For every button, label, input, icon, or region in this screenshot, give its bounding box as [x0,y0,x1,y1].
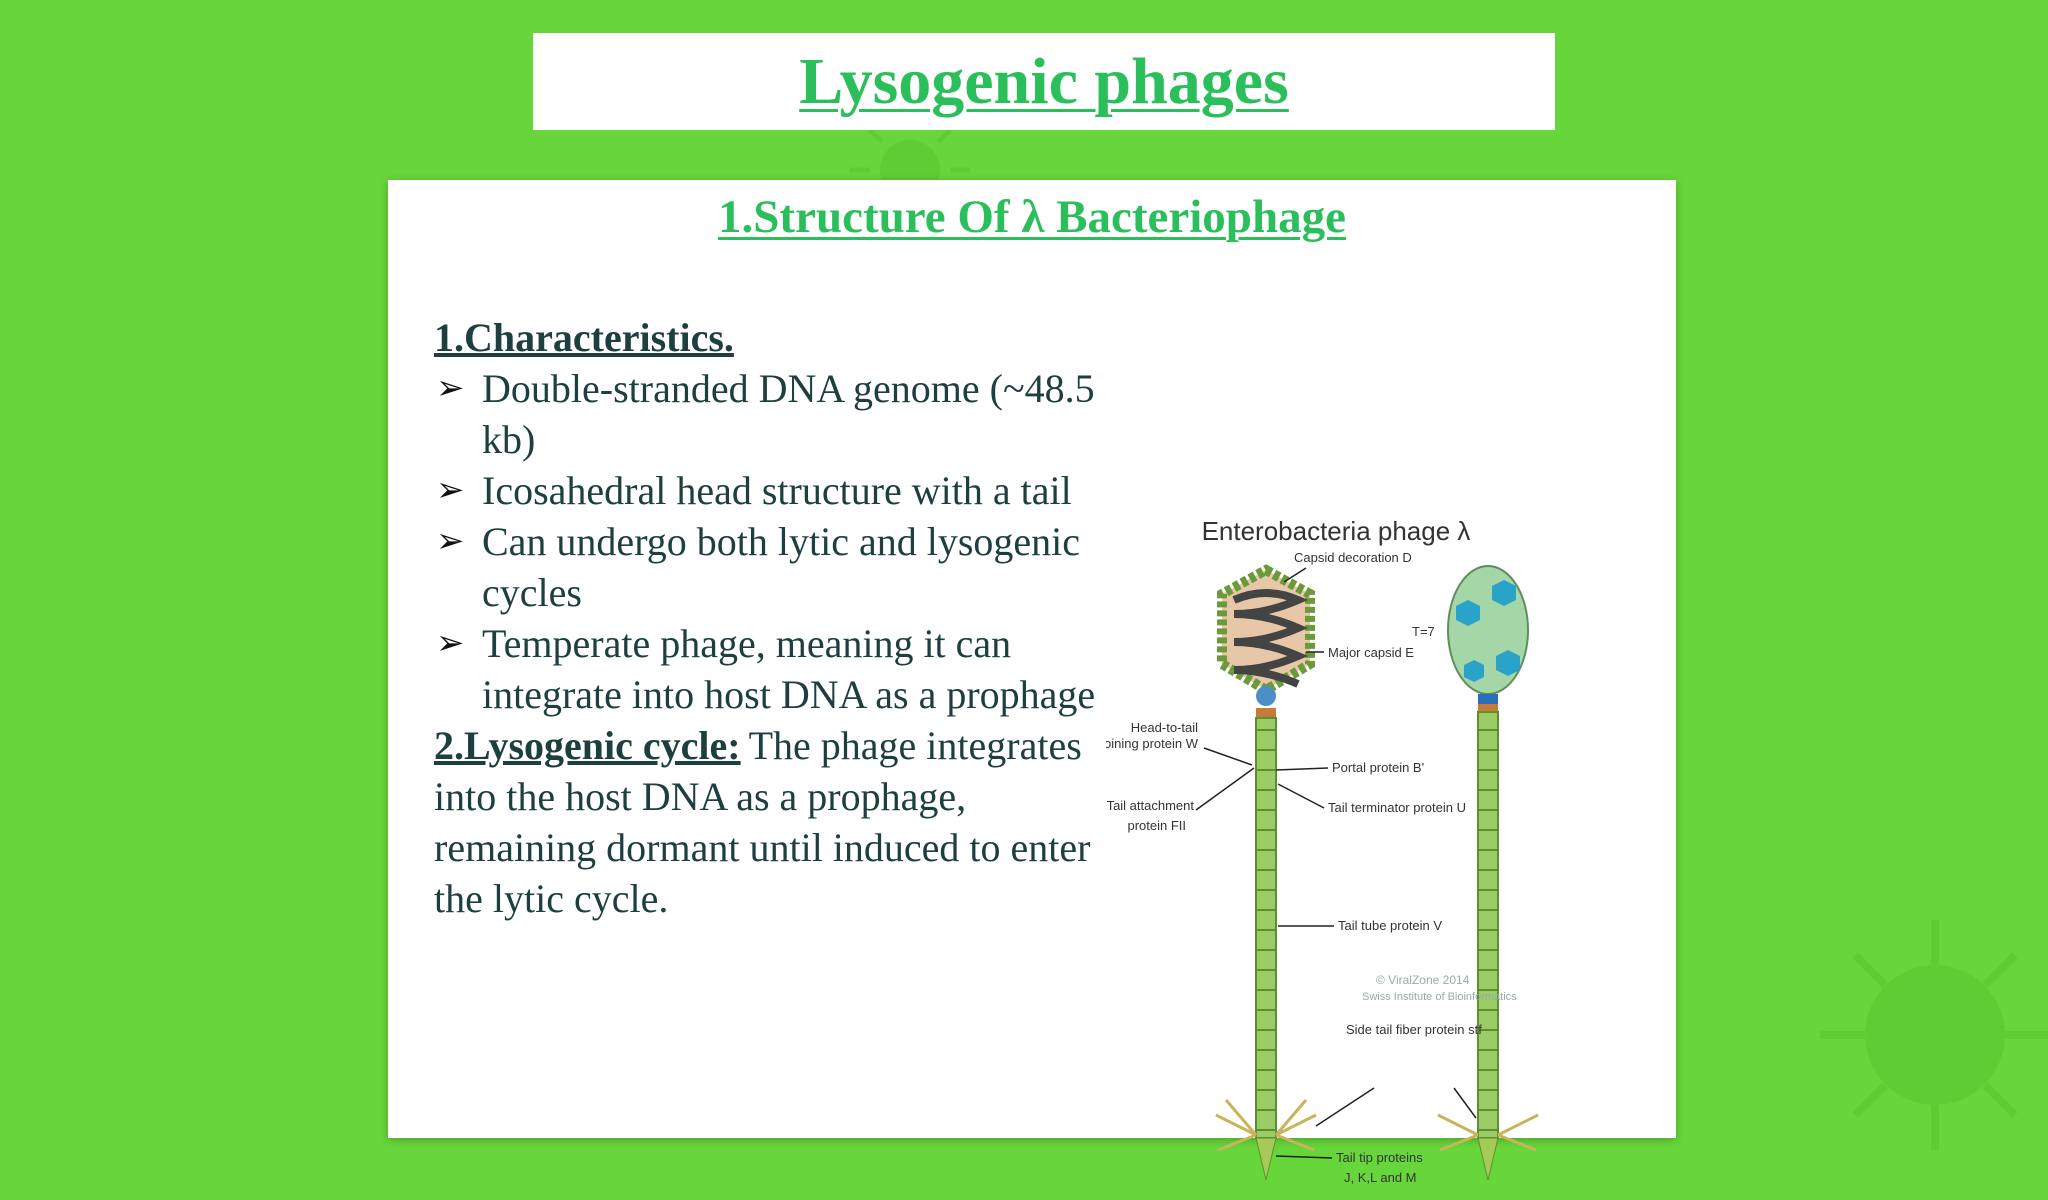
label-head-to-tail-1: Head-to-tail [1131,720,1198,735]
characteristics-list: ➢ Double-stranded DNA genome (~48.5 kb) … [434,363,1114,720]
content-card: 1.Structure Of λ Bacteriophage 1.Charact… [388,180,1676,1185]
phage-tail-left [1215,717,1317,1181]
label-t-number: T=7 [1412,624,1435,639]
label-tail-terminator: Tail terminator protein U [1328,800,1466,815]
arrow-bullet-icon: ➢ [436,368,465,408]
phage-head-cross-section [1217,564,1315,718]
list-item-text: Can undergo both lytic and lysogenic cyc… [482,519,1081,615]
list-item: ➢ Temperate phage, meaning it can integr… [434,618,1114,720]
label-side-tail-fiber: Side tail fiber protein stf [1346,1022,1482,1037]
arrow-bullet-icon: ➢ [436,521,465,561]
list-item: ➢ Double-stranded DNA genome (~48.5 kb) [434,363,1114,465]
label-tail-attachment-2: protein FII [1127,818,1186,833]
phage-exterior [1437,565,1539,1181]
slide-title-box: Lysogenic phages [533,33,1555,130]
slide-title: Lysogenic phages [799,45,1289,118]
list-item: ➢ Icosahedral head structure with a tail [434,465,1114,516]
lysogenic-text: The phage integrates into the host DNA a… [434,723,1091,921]
list-item-text: Double-stranded DNA genome (~48.5 kb) [482,366,1095,462]
label-tail-tip-1: Tail tip proteins [1336,1150,1423,1165]
label-portal: Portal protein B' [1332,760,1424,775]
list-item-text: Temperate phage, meaning it can integrat… [482,621,1096,717]
label-tail-tip-2: J, K,L and M [1344,1170,1417,1185]
label-copyright-2: Swiss Institute of Bioinformatics [1362,991,1517,1003]
label-major-capsid: Major capsid E [1328,645,1414,660]
diagram-title: Enterobacteria phage λ [1202,516,1471,546]
characteristics-heading: 1.Characteristics. [434,315,734,360]
card-subtitle: 1.Structure Of λ Bacteriophage [718,191,1346,243]
arrow-bullet-icon: ➢ [436,470,465,510]
text-column: 1.Characteristics. ➢ Double-stranded DNA… [434,312,1114,924]
label-tail-tube: Tail tube protein V [1338,918,1442,933]
lysogenic-heading: 2.Lysogenic cycle: [434,723,741,768]
arrow-bullet-icon: ➢ [436,623,465,663]
label-copyright-1: © ViralZone 2014 [1376,973,1470,987]
label-head-to-tail-2: joining protein W [1106,736,1199,751]
virus-decoration-icon [1820,920,2048,1150]
list-item: ➢ Can undergo both lytic and lysogenic c… [434,516,1114,618]
phage-diagram: Enterobacteria phage λ [1106,516,1539,1185]
label-capsid-decoration: Capsid decoration D [1294,550,1412,565]
lysogenic-paragraph: 2.Lysogenic cycle:The phage integrates i… [434,720,1114,924]
label-tail-attachment-1: Tail attachment [1107,798,1195,813]
list-item-text: Icosahedral head structure with a tail [482,468,1072,513]
